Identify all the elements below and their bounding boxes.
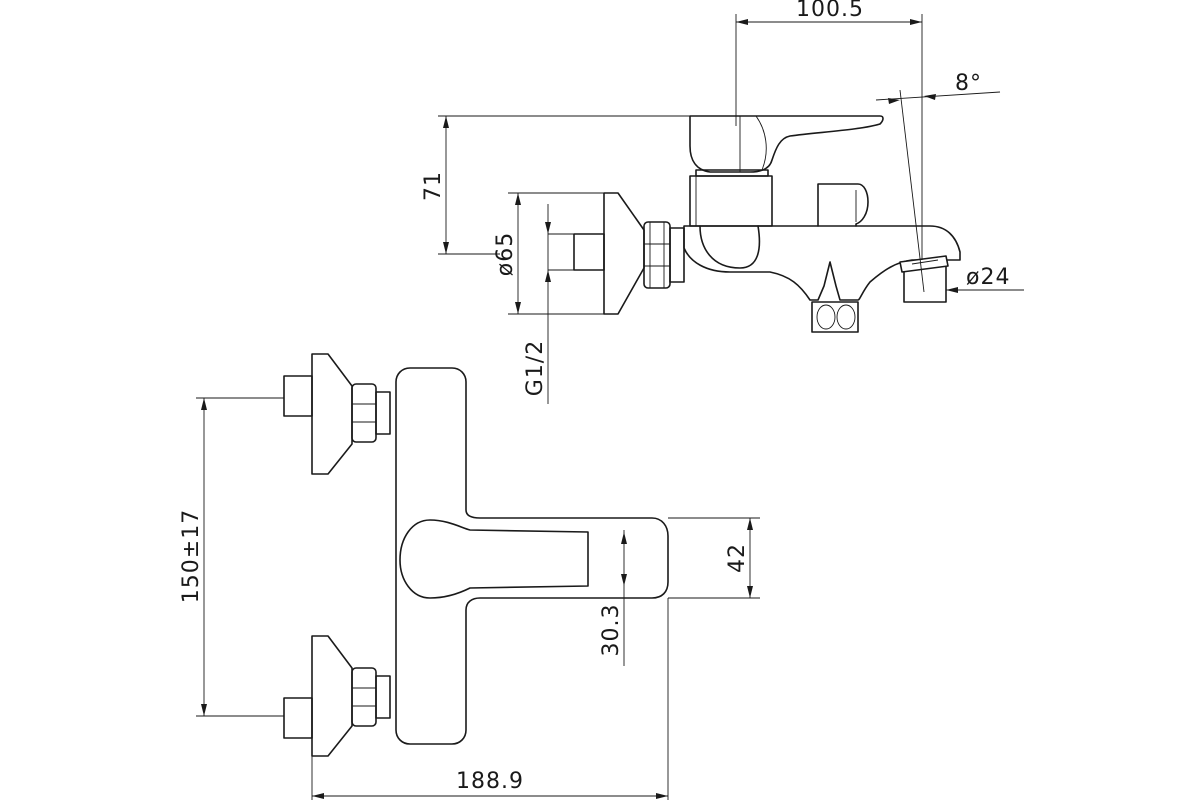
dim-flange-diameter: ø65 (493, 232, 518, 276)
upper-nut (351, 383, 377, 443)
dim-handle-offset: 30.3 (599, 604, 624, 657)
front-view: 150±17 42 30.3 188.9 (179, 353, 760, 800)
dim-overall-width: 188.9 (456, 769, 524, 794)
hex-nut (643, 221, 671, 289)
dim-thread: G1/2 (523, 340, 548, 396)
mixer-body-front (395, 367, 669, 745)
dim-outlet-diameter: ø24 (966, 265, 1010, 290)
dim-height: 71 (421, 171, 446, 201)
lever-front (399, 519, 589, 599)
mixer-body (683, 225, 961, 301)
shower-outlet (811, 301, 859, 333)
diverter-knob (817, 183, 869, 227)
dim-centers: 150±17 (179, 509, 204, 603)
cartridge (689, 175, 773, 227)
dim-handle-height: 42 (725, 543, 750, 573)
dim-angle: 8° (955, 71, 982, 96)
lever-handle (689, 115, 884, 173)
dim-top-width: 100.5 (796, 0, 864, 22)
upper-flange (311, 353, 353, 475)
lower-nut (351, 667, 377, 727)
inlet-stub (573, 233, 605, 271)
lower-flange (311, 635, 353, 757)
side-view: 100.5 8° 71 ø65 G1/2 ø24 (421, 0, 1024, 404)
wall-flange (603, 192, 645, 315)
